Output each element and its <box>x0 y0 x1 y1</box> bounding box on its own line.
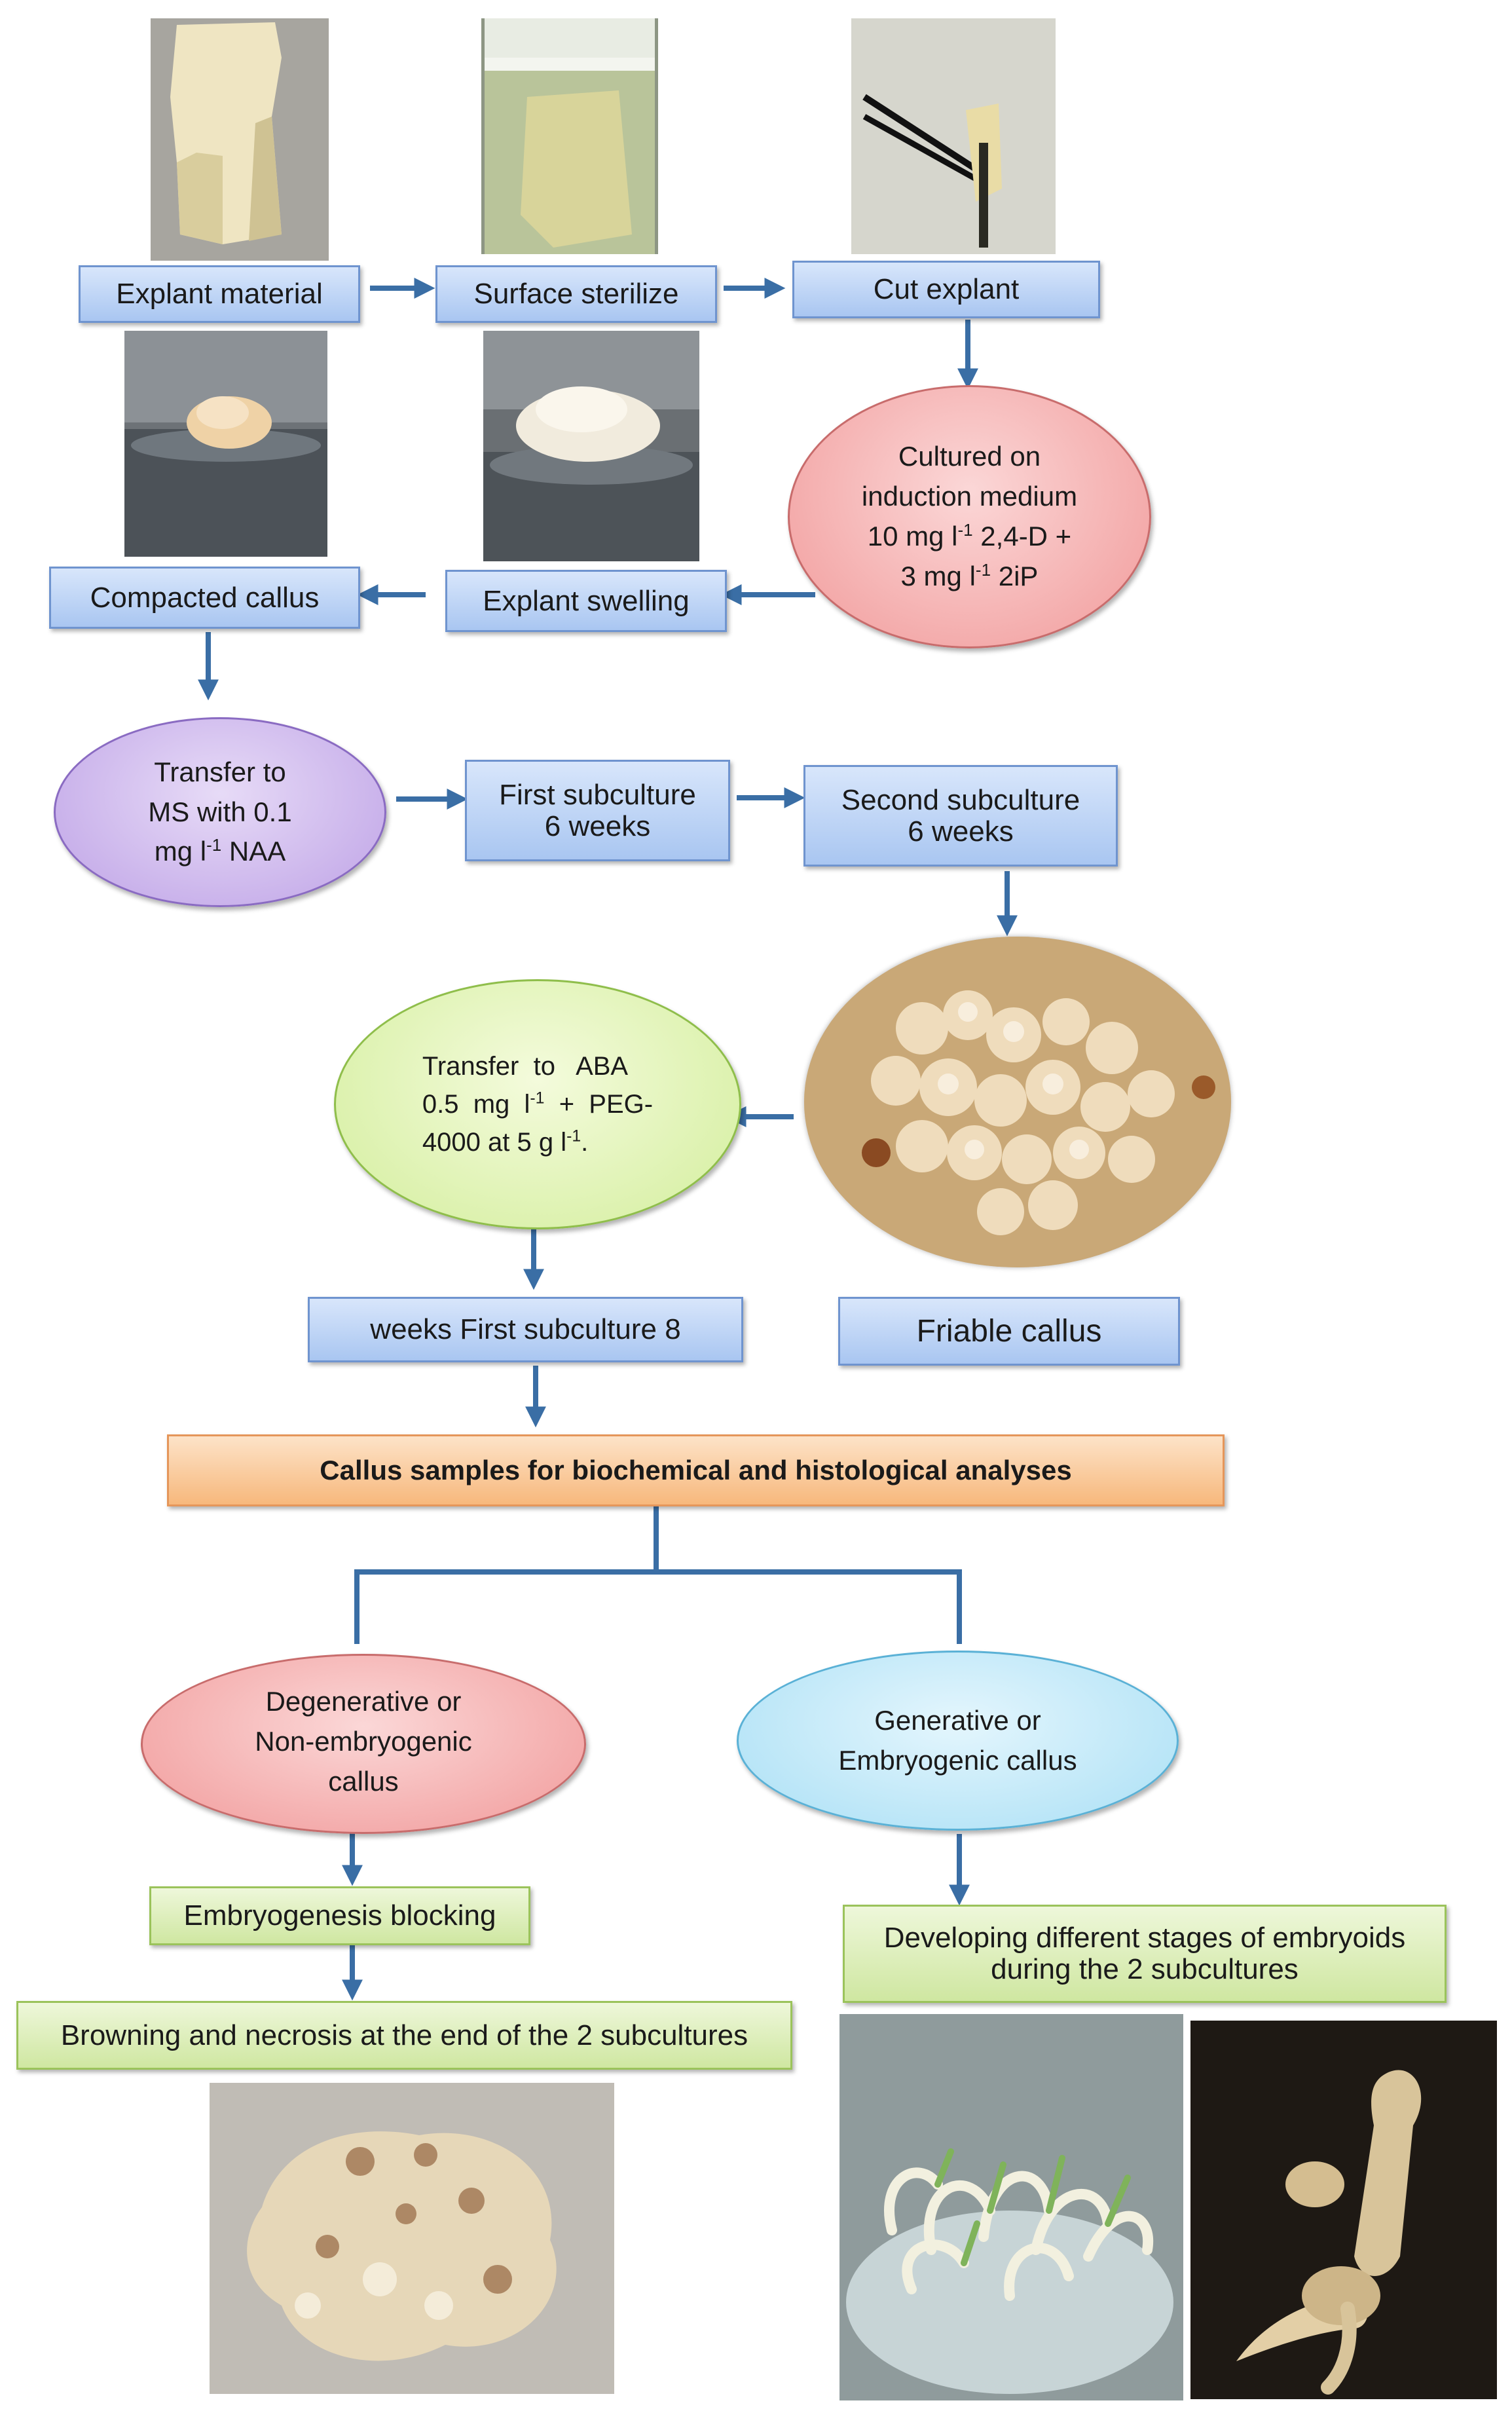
cut-explant-box: Cut explant <box>792 261 1100 318</box>
transfer-ms-oval: Transfer to MS with 0.1 mg l-1 NAA <box>54 717 386 907</box>
explant-swelling-label: Explant swelling <box>483 584 690 617</box>
transfer-ms-line3: mg l-1 NAA <box>154 835 286 867</box>
induction-medium-oval: Cultured on induction medium 10 mg l-1 2… <box>788 385 1151 648</box>
browning-necrosis-label: Browning and necrosis at the end of the … <box>60 2019 748 2051</box>
degenerative-line2: Non-embryogenic <box>255 1725 472 1757</box>
callus-samples-label: Callus samples for biochemical and histo… <box>320 1455 1072 1486</box>
branch-connector <box>354 1506 659 1644</box>
first-subculture-line1: First subculture <box>499 778 696 811</box>
explant-photo <box>151 18 329 261</box>
second-subculture-line2: 6 weeks <box>908 815 1014 848</box>
aba-line2: 0.5 mg l-1 + PEG- <box>422 1089 654 1119</box>
surface-sterilize-box: Surface sterilize <box>435 265 717 323</box>
explant-material-box: Explant material <box>79 265 360 323</box>
embryoid-closeup-photo <box>1190 2021 1497 2399</box>
branch-connector-right <box>656 1569 962 1644</box>
first-subculture-line2: 6 weeks <box>544 810 651 842</box>
swelling-jar-photo <box>483 331 699 561</box>
friable-callus-photo <box>804 937 1231 1267</box>
embryogenesis-blocking-box: Embryogenesis blocking <box>149 1886 530 1945</box>
compacted-callus-box: Compacted callus <box>49 567 360 629</box>
sterilize-jar-photo <box>481 18 658 254</box>
embryogenesis-blocking-label: Embryogenesis blocking <box>183 1899 496 1932</box>
induction-line3: 10 mg l-1 2,4-D + <box>867 520 1072 551</box>
explant-swelling-box: Explant swelling <box>445 570 727 632</box>
second-subculture-line1: Second subculture <box>841 783 1080 816</box>
friable-callus-label: Friable callus <box>916 1313 1102 1349</box>
friable-callus-box: Friable callus <box>838 1297 1180 1366</box>
explant-material-label: Explant material <box>116 278 323 310</box>
second-subculture-box: Second subculture 6 weeks <box>803 765 1118 867</box>
developing-embryoids-box: Developing different stages of embryoids… <box>843 1905 1447 2003</box>
generative-line1: Generative or <box>874 1704 1041 1736</box>
compacted-callus-jar-photo <box>124 331 327 557</box>
first-subculture-box: First subculture 6 weeks <box>465 760 730 861</box>
browning-necrosis-box: Browning and necrosis at the end of the … <box>16 2001 792 2070</box>
compacted-callus-label: Compacted callus <box>90 581 320 614</box>
induction-line1: Cultured on <box>898 441 1041 472</box>
embryoid-cluster-photo <box>839 2014 1183 2400</box>
generative-line2: Embryogenic callus <box>838 1744 1077 1776</box>
induction-line2: induction medium <box>861 481 1078 512</box>
developing-line1: Developing different stages of embryoids <box>883 1922 1406 1954</box>
induction-line4: 3 mg l-1 2iP <box>900 559 1039 591</box>
surface-sterilize-label: Surface sterilize <box>473 278 679 310</box>
degenerative-line1: Degenerative or <box>265 1686 462 1717</box>
cut-explant-photo <box>851 18 1056 254</box>
cut-explant-label: Cut explant <box>873 273 1020 306</box>
necrotic-callus-photo <box>210 2083 614 2394</box>
degenerative-callus-oval: Degenerative or Non-embryogenic callus <box>141 1654 586 1834</box>
transfer-ms-line1: Transfer to <box>154 756 286 787</box>
aba-transfer-oval: Transfer to ABA 0.5 mg l-1 + PEG- 4000 a… <box>334 979 741 1229</box>
degenerative-line3: callus <box>328 1765 399 1797</box>
aba-line3: 4000 at 5 g l-1. <box>422 1127 589 1157</box>
generative-callus-oval: Generative or Embryogenic callus <box>737 1651 1179 1831</box>
transfer-ms-line2: MS with 0.1 <box>148 796 292 827</box>
aba-line1: Transfer to ABA <box>422 1052 629 1081</box>
developing-line2: during the 2 subcultures <box>991 1953 1299 1985</box>
callus-samples-box: Callus samples for biochemical and histo… <box>167 1434 1225 1506</box>
weeks-first-subculture-box: weeks First subculture 8 <box>308 1297 743 1362</box>
weeks-first-subculture-label: weeks First subculture 8 <box>370 1313 681 1346</box>
